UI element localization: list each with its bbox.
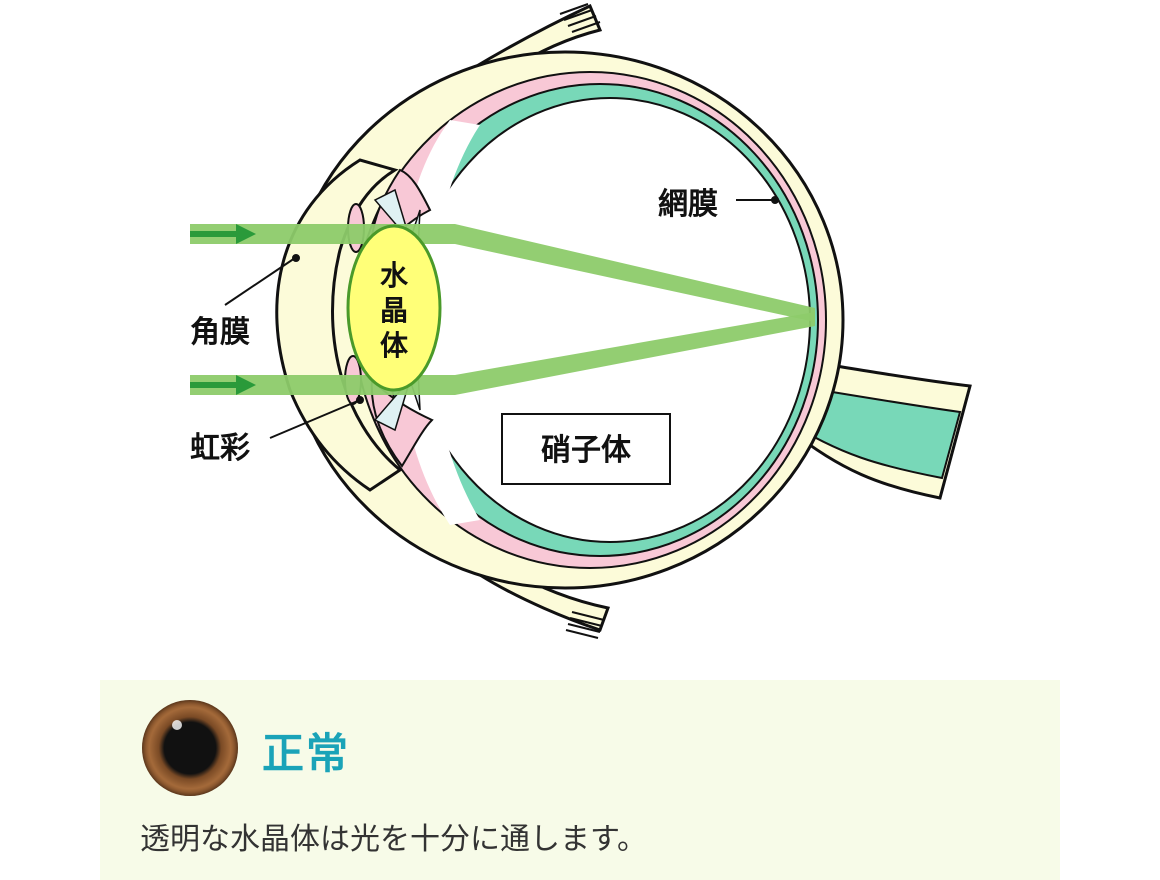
lens: [346, 224, 442, 392]
vitreous-label-box: [501, 413, 671, 485]
status-card: 正常 透明な水晶体は光を十分に通します。: [100, 680, 1060, 880]
label-lens-char-2: 晶: [380, 294, 408, 327]
label-lens-char-3: 体: [380, 329, 409, 362]
label-cornea: 角膜: [190, 315, 250, 350]
eye-icon: [142, 700, 238, 796]
status-description: 透明な水晶体は光を十分に通します。: [140, 822, 647, 857]
status-title: 正常: [262, 729, 351, 778]
eye-cross-section-diagram: 角膜 虹彩 網膜 水 晶 体 硝子体: [190, 3, 972, 639]
leader-lines: [224, 196, 779, 439]
light-arrow-lower: [190, 375, 256, 395]
label-lens-char-1: 水: [380, 259, 409, 292]
label-vitreous: 硝子体: [541, 433, 632, 468]
lower-muscle-lines: [565, 611, 605, 639]
label-iris: 虹彩: [190, 431, 250, 466]
label-retina: 網膜: [658, 187, 718, 222]
upper-muscle-lines: [559, 3, 601, 33]
light-arrow-upper: [190, 224, 256, 244]
